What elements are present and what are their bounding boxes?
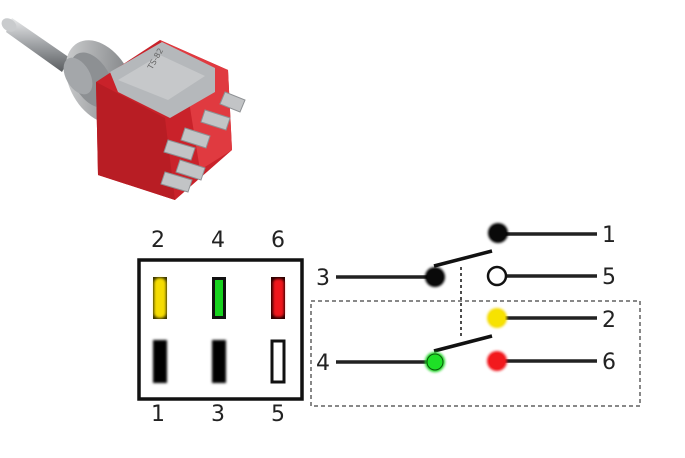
- pole-a-throw-label-1: 1: [602, 223, 616, 248]
- pole-a-throw-label-5: 5: [602, 265, 616, 290]
- pole-b-common-label: 4: [316, 351, 330, 376]
- pole-b-throw-label-2: 2: [602, 308, 616, 333]
- schematic: 3 1 5 4 2 6: [310, 223, 641, 407]
- pin-layout-frame: [137, 258, 304, 401]
- red-housing: TS-82: [96, 40, 232, 200]
- pole-b-throw-label-6: 6: [602, 350, 616, 375]
- pin-label-bottom: 5: [271, 402, 285, 427]
- pin-label-bottom: 3: [211, 402, 225, 427]
- pole-b-dashed-box: [310, 300, 641, 407]
- solder-lugs: [160, 91, 246, 193]
- switch-photo: TS-82: [1, 18, 246, 200]
- pole-a-blade: [433, 249, 493, 268]
- pin-label-top: 4: [211, 228, 225, 253]
- pole-b: 4 2 6: [316, 308, 616, 376]
- pin-5: [270, 339, 286, 384]
- pin-3: [212, 340, 226, 383]
- pole-a-throw-terminal-5: [486, 265, 508, 287]
- pin-label-top: 2: [151, 228, 165, 253]
- pin-layout: 2 4 6 1 3 5: [137, 228, 304, 427]
- pole-b-blade: [433, 334, 493, 353]
- pole-a: 3 1 5: [316, 223, 616, 291]
- pin-label-bottom: 1: [151, 402, 165, 427]
- pin-label-top: 6: [271, 228, 285, 253]
- pin-1: [153, 340, 167, 383]
- pole-a-common-label: 3: [316, 266, 330, 291]
- toggle-lever: [1, 18, 70, 72]
